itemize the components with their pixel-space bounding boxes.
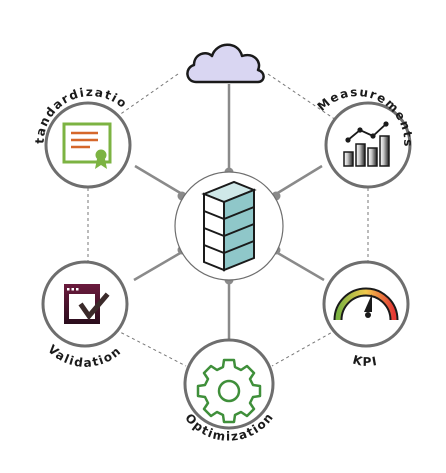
cloud-node: [186, 43, 265, 84]
dashed-hexagon: [87, 73, 369, 367]
measurements-node: Measurements: [315, 85, 414, 189]
bar-line-chart-icon: [343, 121, 390, 167]
speedometer-gauge-icon: [333, 287, 399, 321]
certificate-icon: [62, 122, 112, 169]
optimization-node: Optimization: [182, 338, 275, 444]
window-checkmark-icon: [64, 284, 110, 324]
center-node: [174, 171, 284, 281]
server-stack-icon: [201, 180, 257, 272]
kpi-label: KPI: [351, 353, 379, 369]
standardization-node: Standardization: [0, 0, 132, 189]
kpi-node: KPI: [322, 260, 410, 369]
cloud-icon: [186, 43, 265, 84]
connector-lines: [133, 84, 325, 346]
validation-node: Validation: [41, 260, 129, 370]
gear-icon: [196, 358, 262, 424]
